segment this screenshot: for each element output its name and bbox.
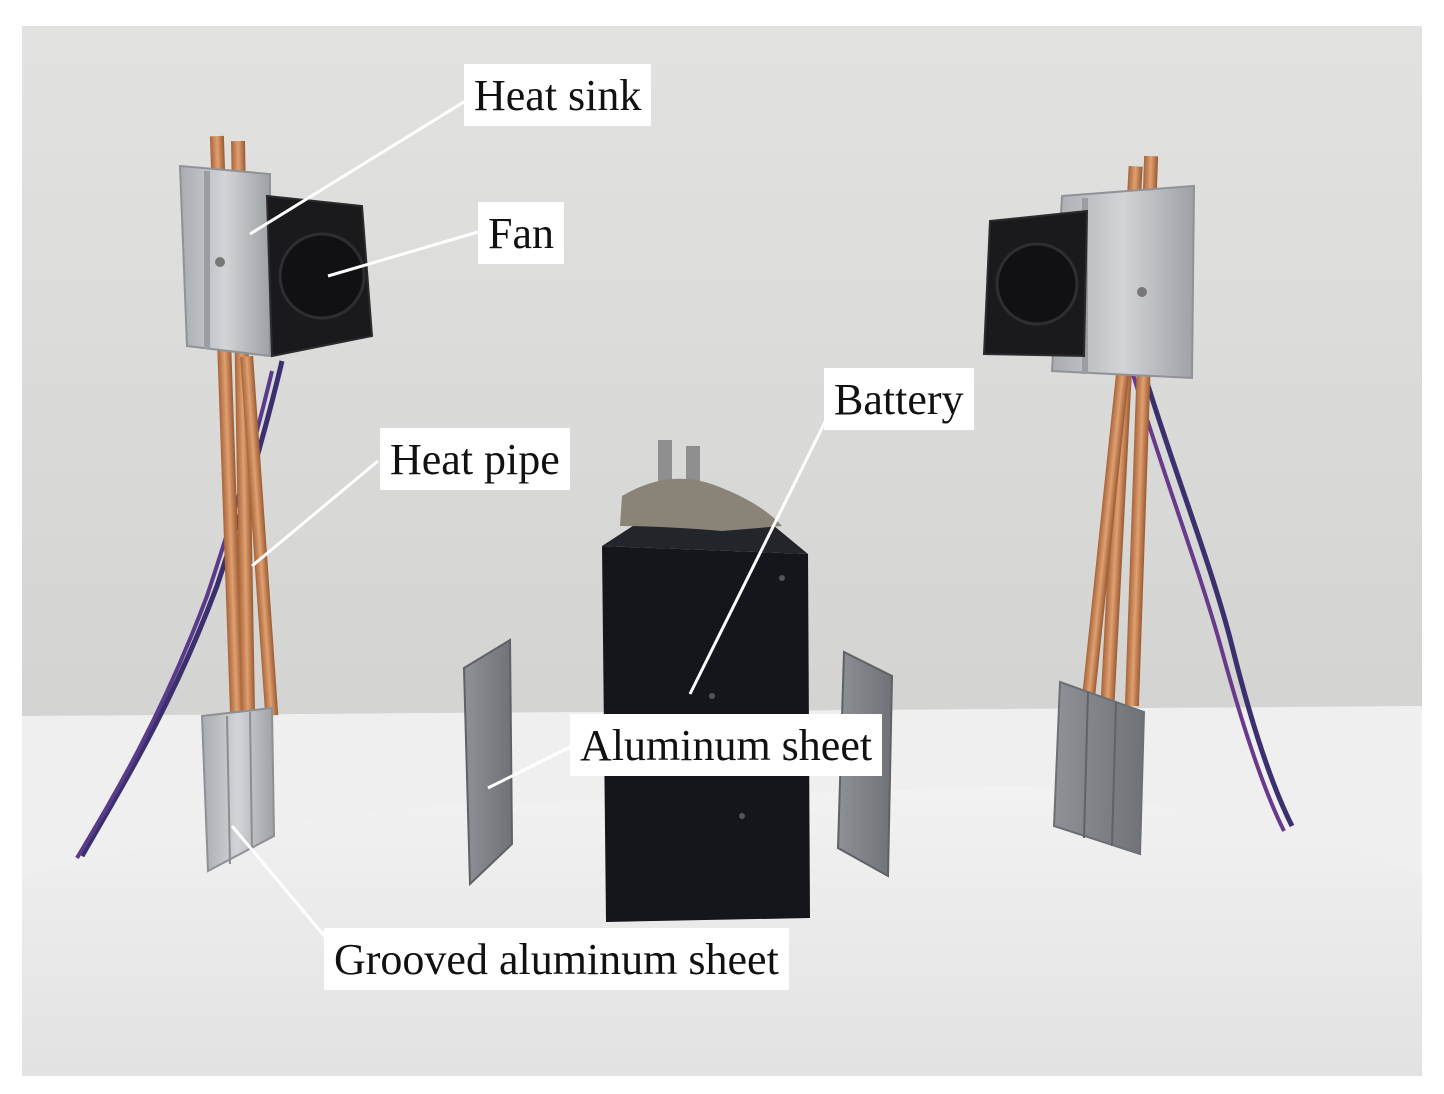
leader-lines — [230, 98, 830, 939]
left-assembly — [75, 135, 374, 873]
left-grooved-sheet — [200, 706, 276, 873]
left-heat-sink-fin — [204, 171, 210, 349]
left-fan-hub — [278, 232, 366, 320]
leader-heat-sink — [249, 98, 468, 236]
label-heat-sink: Heat sink — [464, 64, 652, 126]
right-assembly — [982, 155, 1295, 856]
left-heat-pipe-3 — [240, 355, 279, 716]
label-grooved-aluminum-sheet: Grooved aluminum sheet — [324, 928, 789, 990]
experimental-setup-photo — [22, 26, 1422, 1076]
right-wire-2 — [1130, 370, 1286, 832]
battery-solder — [620, 478, 782, 531]
left-heat-sink-screw — [215, 257, 225, 267]
leader-heat-pipe — [251, 459, 379, 568]
leader-battery — [688, 415, 830, 695]
leader-grooved-sheet — [230, 825, 328, 939]
right-fan-hub — [995, 242, 1079, 326]
right-grooved-sheet — [1052, 680, 1146, 856]
battery-speck-3 — [739, 813, 745, 819]
right-wire — [1139, 365, 1295, 828]
battery-speck-2 — [709, 693, 715, 699]
right-heat-sink-screw — [1137, 287, 1147, 297]
left-groove-1 — [226, 715, 231, 865]
right-groove-1 — [1083, 691, 1089, 839]
leader-fan — [327, 230, 479, 278]
left-heat-sink — [178, 164, 271, 358]
label-fan: Fan — [478, 202, 564, 264]
photo — [22, 26, 1422, 1076]
label-battery: Battery — [824, 368, 974, 430]
label-aluminum-sheet: Aluminum sheet — [570, 714, 883, 776]
left-groove-2 — [249, 711, 253, 853]
left-aluminum-sheet — [462, 638, 514, 887]
leader-aluminum-sheet — [487, 744, 573, 790]
battery-speck-1 — [779, 575, 785, 581]
label-heat-pipe: Heat pipe — [380, 428, 570, 490]
right-heat-pipe-3 — [1081, 366, 1130, 706]
right-groove-2 — [1111, 701, 1117, 847]
left-wire — [79, 360, 285, 858]
